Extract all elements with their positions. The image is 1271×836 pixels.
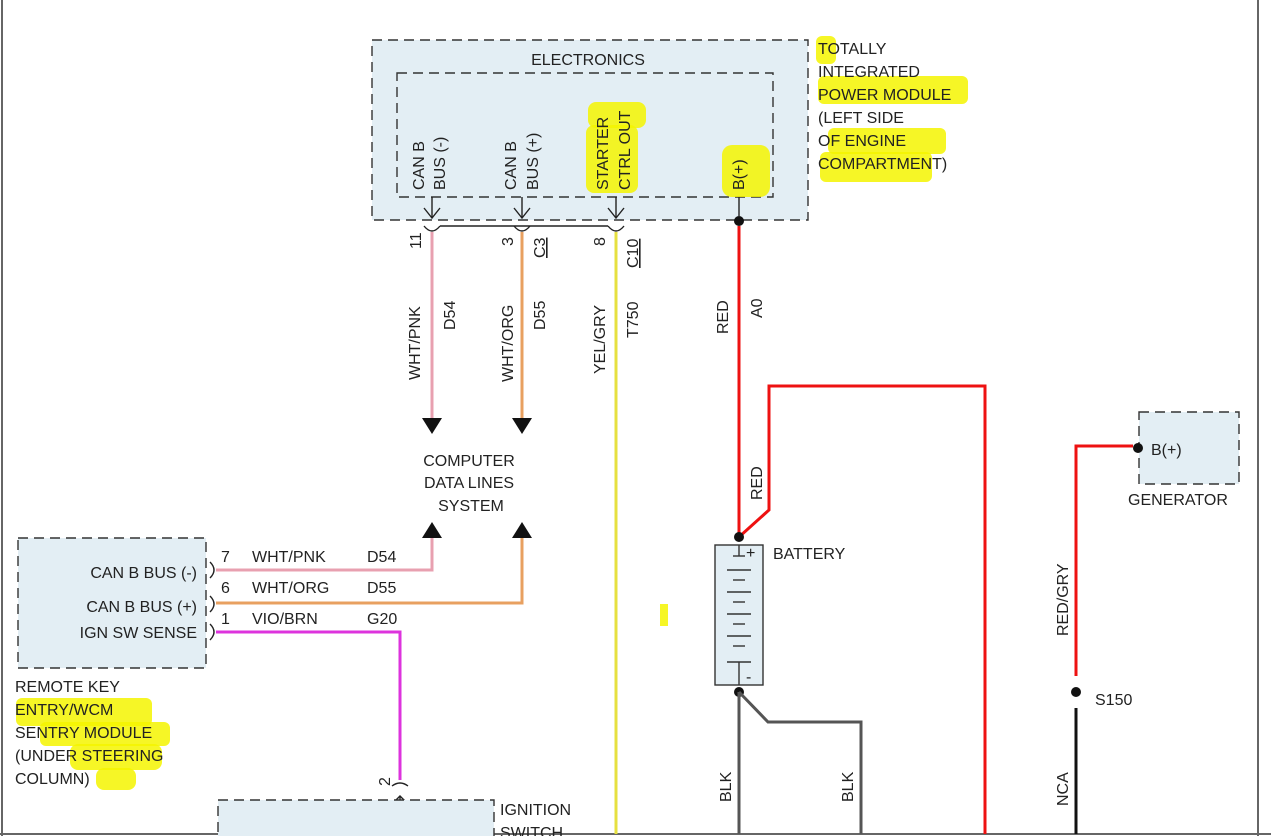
- highlight-mark: [40, 722, 170, 746]
- wcm-pin-number: 1: [221, 611, 230, 628]
- wire-color-label: RED: [715, 300, 732, 334]
- wire-circuit-label: G20: [367, 611, 397, 628]
- wire-color-label: RED/GRY: [1055, 563, 1072, 636]
- connector-c10: C10: [625, 239, 642, 268]
- tipm-name: OF ENGINE: [818, 133, 906, 150]
- wcm-pin-can-b-neg: CAN B BUS (-): [90, 565, 197, 582]
- battery-name: BATTERY: [773, 546, 846, 563]
- wcm-name: COLUMN): [15, 771, 90, 788]
- generator-pin: B(+): [1151, 442, 1182, 459]
- pin-label-can-b-neg: CAN B: [411, 141, 428, 190]
- tipm-title: ELECTRONICS: [531, 52, 645, 69]
- wire-blk-2-trace: [737, 690, 863, 834]
- highlight-mark: [16, 698, 152, 726]
- highlight-mark: [96, 768, 136, 790]
- splice-label: S150: [1095, 692, 1132, 709]
- tipm-name: TOTALLY: [818, 41, 887, 58]
- wire-wht-pnk: [422, 232, 442, 434]
- wcm-module: CAN B BUS (-) CAN B BUS (+) IGN SW SENSE…: [15, 537, 207, 790]
- ign-pin-number: 2: [377, 777, 394, 786]
- arrow-up: [422, 522, 442, 538]
- wcm-name: REMOTE KEY: [15, 679, 120, 696]
- wire-color-label: WHT/ORG: [500, 305, 517, 382]
- wcm-name: ENTRY/WCM: [15, 702, 113, 719]
- wire-wcm-wht-pnk: [216, 538, 434, 572]
- wcm-name: (UNDER STEERING: [15, 748, 163, 765]
- pin-label-starter-ctrl: CTRL OUT: [617, 110, 634, 190]
- ignition-name: SWITCH: [500, 825, 563, 836]
- wire-color-label: BLK: [840, 771, 857, 802]
- wcm-terminals: [209, 561, 215, 641]
- pin-label-starter-ctrl: STARTER: [595, 117, 612, 190]
- pin-label-can-b-neg: BUS (-): [432, 137, 449, 190]
- wire-vio-brn-trace: [216, 630, 402, 780]
- wcm-pin-can-b-pos: CAN B BUS (+): [86, 599, 197, 616]
- pin-label-b-plus: B(+): [731, 159, 748, 190]
- wire-color-label: YEL/GRY: [592, 305, 609, 374]
- wire-color-label: WHT/ORG: [252, 580, 329, 597]
- wire-color-label: BLK: [718, 771, 735, 802]
- highlight-mark: [588, 102, 646, 128]
- highlight-mark: [660, 604, 668, 626]
- wcm-pin-number: 7: [221, 549, 230, 566]
- wire-red-batt-trace: [737, 384, 987, 834]
- wire-color-label: WHT/PNK: [252, 549, 326, 566]
- tipm-module: ELECTRONICS CAN B BUS (-) CAN B BUS (+) …: [371, 36, 968, 221]
- highlight-mark: [586, 125, 638, 193]
- pin-number-11: 11: [408, 232, 425, 249]
- tipm-name: COMPARTMENT): [818, 156, 947, 173]
- computer-data-lines: COMPUTER: [423, 453, 515, 470]
- wire-circuit-label: T750: [625, 301, 642, 338]
- tipm-name: INTEGRATED: [818, 64, 920, 81]
- wire-wht-org: [512, 232, 532, 434]
- wire-color-label: WHT/PNK: [407, 306, 424, 380]
- tipm-name: (LEFT SIDE: [818, 110, 904, 127]
- pin-label-can-b-pos: CAN B: [503, 141, 520, 190]
- wire-circuit-label: A0: [749, 298, 766, 318]
- highlight-mark: [816, 36, 836, 64]
- arrow-up: [512, 522, 532, 538]
- pin-number-3: 3: [500, 237, 517, 246]
- ignition-name: IGNITION: [500, 802, 571, 819]
- wire-circuit-label: D54: [442, 301, 459, 330]
- wcm-pin-ign-sw: IGN SW SENSE: [80, 625, 197, 642]
- generator-name: GENERATOR: [1128, 492, 1228, 509]
- computer-data-lines: SYSTEM: [438, 498, 504, 515]
- wire-circuit-label: D55: [367, 580, 396, 597]
- wire-wcm-wht-org: [216, 538, 524, 605]
- wire-circuit-label: D54: [367, 549, 396, 566]
- battery: + -: [714, 544, 764, 686]
- wire-color-label: NCA: [1055, 772, 1072, 806]
- wire-color-label: VIO/BRN: [252, 611, 318, 628]
- b-plus-terminal: [734, 216, 744, 226]
- connector-c3: C3: [532, 237, 549, 258]
- pin-label-can-b-pos: BUS (+): [525, 133, 542, 190]
- splice-s150: [1071, 687, 1081, 697]
- wire-red-gry-trace: [1074, 444, 1133, 676]
- highlight-mark: [820, 152, 932, 182]
- computer-data-lines: DATA LINES: [424, 475, 514, 492]
- tipm-terminals: [423, 197, 625, 232]
- highlight-mark: [818, 76, 968, 104]
- battery-plus: +: [746, 545, 755, 562]
- battery-minus: -: [746, 669, 751, 686]
- wire-color-label: RED: [749, 466, 766, 500]
- wcm-pin-number: 6: [221, 580, 230, 597]
- generator-box: [1138, 411, 1240, 485]
- wire-circuit-label: D55: [532, 301, 549, 330]
- ignition-switch-box: [217, 799, 495, 836]
- pin-number-8: 8: [592, 237, 609, 246]
- highlight-mark: [70, 744, 162, 770]
- highlight-mark: [828, 128, 946, 154]
- tipm-name: POWER MODULE: [818, 87, 951, 104]
- highlight-mark: [722, 145, 770, 197]
- wcm-name: SENTRY MODULE: [15, 725, 152, 742]
